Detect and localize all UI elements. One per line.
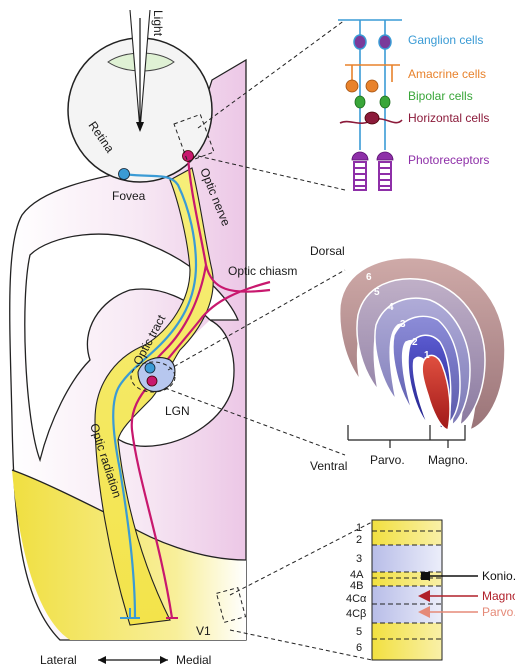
dorsal-label: Dorsal	[310, 244, 345, 258]
amacrine-cells-label: Amacrine cells	[408, 67, 486, 81]
bipolar-cells-label: Bipolar cells	[408, 89, 473, 103]
v1-layer-4a-label: 4A	[350, 569, 364, 581]
v1-layer-4calpha-label: 4Cα	[346, 593, 367, 605]
medial-label: Medial	[176, 653, 211, 667]
optic-chiasm-label: Optic chiasm	[228, 264, 297, 278]
lgn-layers-inset: Dorsal 6 5 4 3 2 1 Ventral Parvo. Magno.	[310, 244, 506, 473]
v1-magno-label: Magno.	[482, 589, 515, 603]
lateral-medial-axis: Lateral Medial	[40, 653, 211, 667]
lgn-layer-5-num: 5	[374, 287, 380, 298]
lateral-label: Lateral	[40, 653, 77, 667]
fovea-label: Fovea	[112, 189, 146, 203]
lgn-nucleus	[137, 357, 176, 392]
horizontal-cells-label: Horizontal cells	[408, 111, 489, 125]
lgn-layer-6-num: 6	[366, 272, 372, 283]
v1-layer-2-label: 2	[356, 534, 362, 546]
v1-layer-4cbeta-label: 4Cβ	[346, 608, 366, 620]
retina-magenta-cell	[182, 150, 194, 162]
retina-circuit-inset: Ganglion cells Amacrine cells Bipolar ce…	[338, 19, 489, 191]
v1-layer-3-label: 3	[356, 553, 362, 565]
v1-layers-inset: 1 2 3 4A 4B 4Cα 4Cβ 5 6 Konio. Magno. Pa…	[346, 519, 515, 661]
magno-label: Magno.	[428, 453, 468, 467]
konio-input-arrow	[420, 571, 478, 581]
eye	[67, 9, 213, 183]
v1-layer-4b-label: 4B	[350, 580, 363, 592]
parvo-label: Parvo.	[370, 453, 405, 467]
ventral-label: Ventral	[310, 459, 347, 473]
parvo-input-arrow	[418, 606, 478, 618]
konio-label: Konio.	[482, 569, 515, 583]
optic-pathway-region	[94, 167, 214, 626]
optic-tract-magenta-path	[130, 155, 271, 619]
inset-leader-lines	[130, 19, 373, 661]
magno-input-arrow	[418, 590, 478, 602]
v1-layer-6-label: 6	[356, 642, 362, 654]
v1-layer-1-label: 1	[356, 522, 362, 534]
ganglion-cells-label: Ganglion cells	[408, 33, 483, 47]
lgn-layer-1	[421, 354, 451, 431]
v1-parvo-label: Parvo.	[482, 605, 515, 619]
optic-tract-blue-path	[112, 172, 198, 619]
v1-layer-5-label: 5	[356, 626, 362, 638]
lgn-layer-2-num: 2	[412, 337, 418, 348]
lgn-layer-1-num: 1	[424, 350, 430, 361]
lgn-layer-4-num: 4	[388, 302, 394, 313]
lgn-label: LGN	[165, 404, 190, 418]
light-label: Light	[151, 10, 165, 37]
v1-label: V1	[196, 624, 211, 638]
fovea-ganglion-cell	[118, 168, 130, 180]
lgn-layer-3-num: 3	[400, 319, 406, 330]
photoreceptors-label: Photoreceptors	[408, 153, 489, 167]
